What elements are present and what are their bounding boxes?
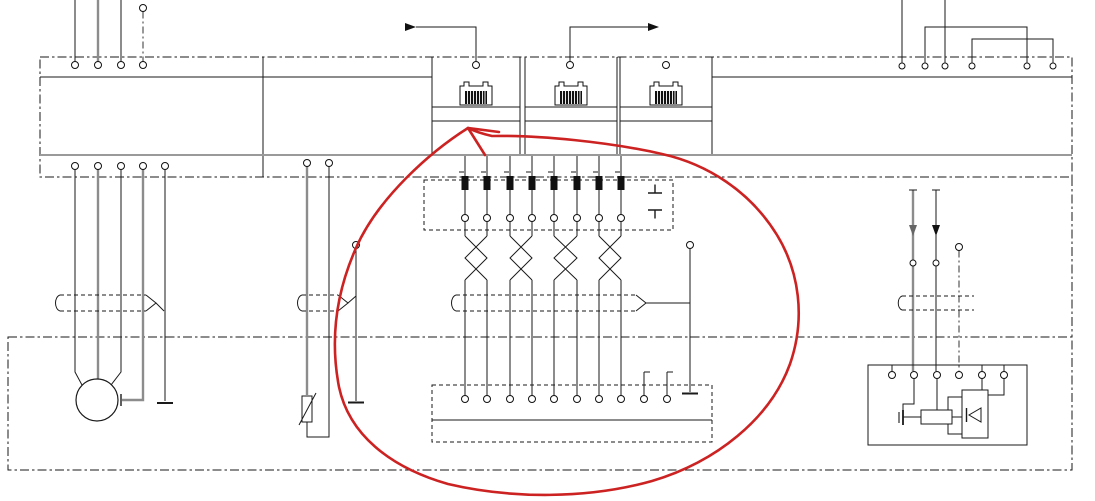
shield-ground-symbols [120, 392, 698, 406]
signal-wires [74, 0, 1054, 438]
shd-symbols [648, 184, 662, 219]
terminal-circles [71, 4, 1057, 403]
gray-power-wires [96, 0, 915, 402]
x220-pin-contacts [461, 176, 625, 190]
cable-band-ends [55, 294, 903, 312]
reference-arrows [405, 23, 940, 236]
red-annotation-arrowhead [466, 126, 501, 157]
red-annotation [333, 126, 800, 497]
red-annotation-ellipse [333, 126, 800, 497]
structure-lines [40, 57, 1072, 177]
brake-unit-box [867, 364, 1028, 446]
thermistor-symbol [301, 395, 313, 423]
dashed-boxes [60, 179, 974, 443]
motor-symbol [75, 378, 119, 422]
pe-dashdot-wires [142, 11, 960, 372]
